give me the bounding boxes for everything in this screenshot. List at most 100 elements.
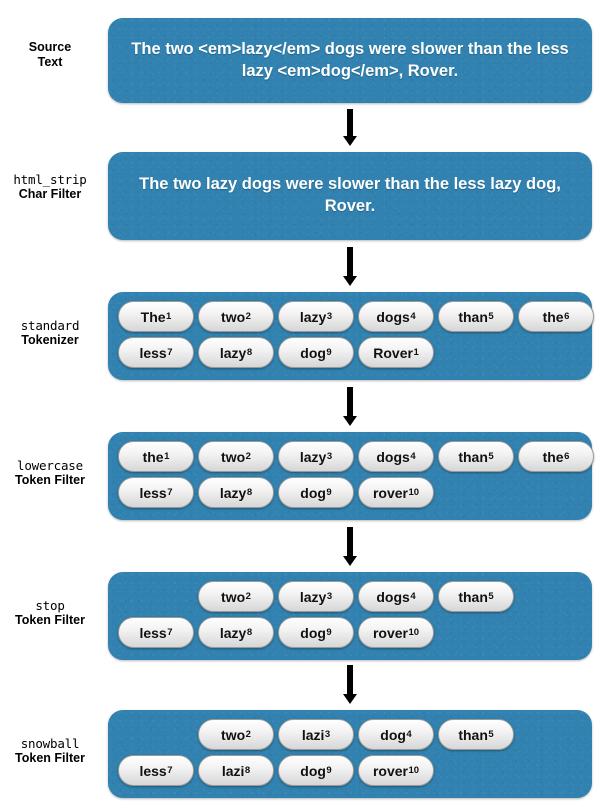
token-text: rover xyxy=(372,624,408,641)
arrow-head xyxy=(343,136,357,146)
arrow-head xyxy=(343,276,357,286)
token-text: two xyxy=(221,588,246,605)
token-text: the xyxy=(542,308,564,325)
token-text: lazy xyxy=(299,308,327,325)
arrow-shaft xyxy=(347,527,353,556)
token-text: dog xyxy=(300,484,326,501)
token-text: than xyxy=(458,726,488,743)
arrow-head xyxy=(343,416,357,426)
token-text: dogs xyxy=(376,448,410,465)
stage-label-line2: Token Filter xyxy=(15,473,85,488)
token-text: dog xyxy=(300,344,326,361)
stage-label-mono: standard xyxy=(20,318,80,333)
arrow-shaft xyxy=(347,387,353,416)
token-text: than xyxy=(458,448,488,465)
token-text: lazy xyxy=(219,344,247,361)
token-text: less xyxy=(139,624,167,641)
stage-label-line2: Token Filter xyxy=(15,751,85,766)
token-text: rover xyxy=(372,484,408,501)
stage-label-line2: Token Filter xyxy=(15,613,85,628)
token-text: lazy xyxy=(219,484,247,501)
token-text: dog xyxy=(300,624,326,641)
panel-text: The two lazy dogs were slower than the l… xyxy=(139,175,561,215)
token-text: lazy xyxy=(299,448,327,465)
arrow-shaft xyxy=(347,109,353,136)
token-text: two xyxy=(221,726,246,743)
token-text: less xyxy=(139,762,167,779)
panel-html-strip-char-filter: The two lazy dogs were slower than the l… xyxy=(108,152,592,240)
token-text: dog xyxy=(300,762,326,779)
token-text: lazy xyxy=(219,624,247,641)
token-text: than xyxy=(458,308,488,325)
stage-label-line2: Char Filter xyxy=(18,187,82,202)
token-text: rover xyxy=(372,762,408,779)
token-text: the xyxy=(542,448,564,465)
arrow-head xyxy=(343,694,357,704)
token-text: two xyxy=(221,308,246,325)
